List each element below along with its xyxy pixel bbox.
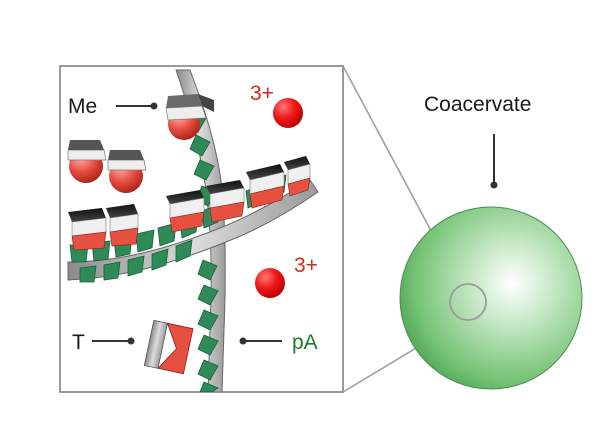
t-pointer-dot — [127, 337, 135, 345]
left-t-blocks — [68, 204, 139, 251]
free-t-block — [143, 319, 194, 375]
pa-label: pA — [292, 331, 318, 354]
coacervate-label: Coacervate — [424, 93, 531, 116]
me-label: Me — [68, 95, 97, 118]
me-sphere-single — [165, 94, 214, 140]
ion-charge-bottom-label: 3+ — [294, 254, 318, 277]
zoom-region-circle — [449, 283, 487, 321]
coacervate-pointer-dot — [490, 181, 498, 189]
me-sphere-pair — [67, 140, 147, 193]
metal-ion-bottom — [255, 268, 285, 298]
bound-t-blocks — [166, 156, 311, 233]
inset-contents — [67, 69, 319, 392]
coacervate-sphere — [399, 206, 583, 390]
pa-pointer-dot — [239, 337, 247, 345]
t-label: T — [72, 331, 85, 354]
metal-ion-top — [273, 98, 303, 128]
ion-charge-top-label: 3+ — [250, 82, 274, 105]
me-pointer-dot — [150, 102, 158, 110]
